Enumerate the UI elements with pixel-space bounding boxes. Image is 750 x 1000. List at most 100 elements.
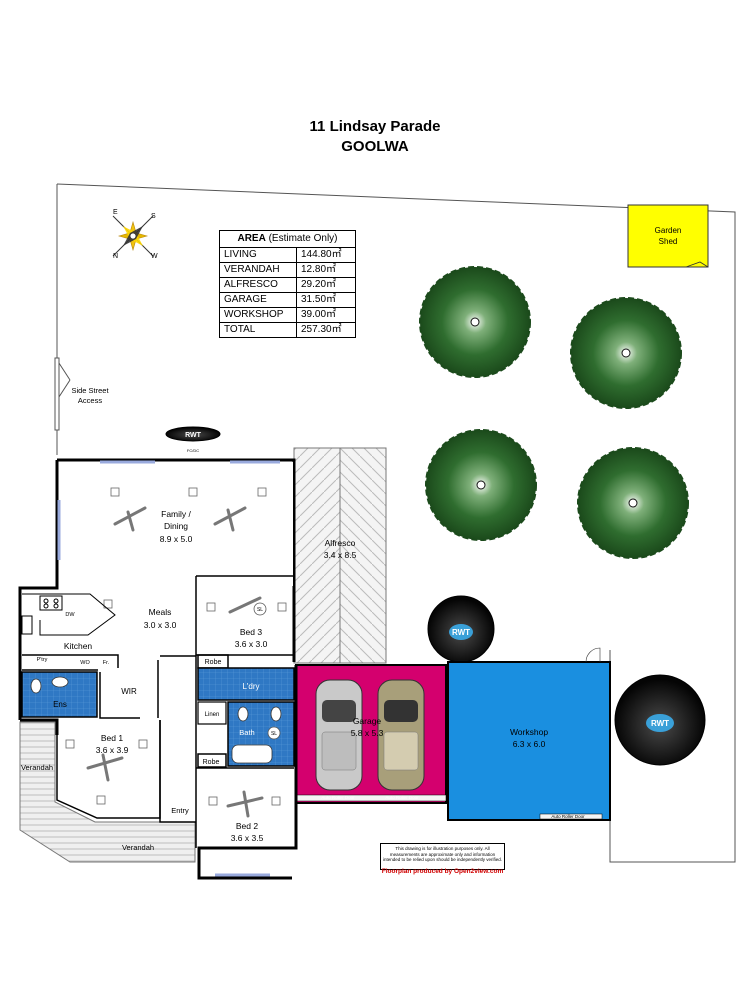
ceiling-fan-icon: [213, 506, 247, 532]
family-label-1: Family /: [161, 509, 191, 519]
hallway-walls: [159, 576, 197, 848]
family-dining-room: [57, 460, 293, 586]
area-row-value: 39.00㎡: [296, 307, 356, 323]
bed2-room: [196, 753, 294, 877]
family-size: 8.9 x 5.0: [160, 534, 193, 544]
credit-line[interactable]: Floorplan produced by Open2view.com: [381, 868, 504, 875]
compass-w: W: [151, 253, 158, 260]
ceiling-fan-icon: [113, 506, 147, 532]
car-icon: [315, 679, 363, 791]
robe-label-2: Robe: [203, 759, 220, 766]
rainwater-tank-medium: [427, 595, 495, 663]
kitchen-label: Kitchen: [64, 641, 93, 651]
area-row-label: GARAGE: [219, 292, 297, 308]
garage-door-label-1: Auto Roller Door: [321, 795, 355, 800]
side-street-access-gate: [54, 357, 71, 431]
area-row-label: LIVING: [219, 247, 297, 263]
area-row-label: ALFRESCO: [219, 277, 297, 293]
bathroom: [227, 701, 295, 767]
address-title: 11 Lindsay Parade: [309, 118, 441, 135]
kitchen-room: [21, 593, 116, 636]
alfresco-size: 3.4 x 8.5: [324, 550, 357, 560]
area-row-value: 144.80㎡: [296, 247, 356, 263]
area-row-value: 29.20㎡: [296, 277, 356, 293]
light-icons: [65, 487, 287, 806]
fc-dc-label: FC/DC: [187, 448, 199, 453]
garden-shed-label-1: Garden: [655, 226, 682, 235]
linen-label: Linen: [205, 712, 220, 718]
ceiling-fan-icon: [86, 753, 124, 782]
garage-label: Garage: [353, 716, 382, 726]
area-row-label: WORKSHOP: [219, 307, 297, 323]
garden-shed: [627, 204, 709, 268]
compass-n: N: [113, 253, 118, 260]
workshop-label: Workshop: [510, 727, 548, 737]
area-row-label: VERANDAH: [219, 262, 297, 278]
rwt-label-large: RWT: [651, 719, 669, 728]
tree-icon: [425, 429, 537, 541]
area-row-label: TOTAL: [219, 322, 297, 338]
tree-icon: [570, 297, 682, 409]
robe-label-1: Robe: [205, 659, 222, 666]
area-row-value: 31.50㎡: [296, 292, 356, 308]
side-access-label-2: Access: [78, 396, 102, 405]
bed1-size: 3.6 x 3.9: [96, 745, 129, 755]
ceiling-fan-icon: [228, 596, 262, 614]
rwt-label-medium: RWT: [452, 628, 470, 637]
alfresco-label: Alfresco: [325, 538, 356, 548]
workshop-area: [447, 647, 611, 821]
area-table-heading: AREA (Estimate Only): [219, 230, 356, 248]
suburb-title: GOOLWA: [341, 138, 409, 155]
rainwater-tank-large: [614, 674, 706, 766]
skylight-icon: [253, 602, 267, 616]
bed3-size: 3.6 x 3.0: [235, 639, 268, 649]
bath-label: Bath: [239, 728, 254, 737]
bed2-label: Bed 2: [236, 821, 258, 831]
bed2-size: 3.6 x 3.5: [231, 833, 264, 843]
wo-label: WO: [80, 660, 90, 666]
pantry-label: P'try: [37, 657, 48, 663]
ceiling-fan-icon: [226, 790, 264, 818]
ensuite-room: [21, 671, 98, 718]
area-row-value: 257.30㎡: [296, 322, 356, 338]
rainwater-tank-small: [165, 426, 221, 442]
bed3-room: [196, 575, 294, 669]
bed1-label: Bed 1: [101, 733, 123, 743]
sl-label-2: SL: [271, 731, 277, 737]
disclaimer-box: This drawing is for illustration purpose…: [380, 843, 505, 870]
ens-label: Ens: [53, 700, 67, 709]
tree-icon: [419, 266, 531, 378]
car-icon: [377, 679, 425, 791]
verandah-label-west: Verandah: [21, 763, 53, 772]
wir-room: [99, 660, 159, 719]
side-access-label-1: Side Street: [71, 386, 109, 395]
skylight-icon: [267, 726, 281, 740]
workshop-door-label: Auto Roller Door: [551, 814, 585, 819]
garden-shed-label-2: Shed: [659, 237, 678, 246]
compass-e: E: [113, 209, 118, 216]
garage-door-label-2: Auto Roller Door: [385, 795, 419, 800]
wir-label: WIR: [121, 687, 137, 696]
tree-icon: [577, 447, 689, 559]
verandah-area: [19, 721, 196, 863]
fr-label: Fr.: [103, 660, 110, 666]
garage-size: 5.8 x 5.3: [351, 728, 384, 738]
workshop-size: 6.3 x 6.0: [513, 739, 546, 749]
dw-label: DW: [65, 612, 75, 618]
house-walls: [18, 458, 298, 880]
laundry-label: L'dry: [242, 682, 259, 691]
compass-rose-icon: [112, 215, 154, 257]
kitchen-walls: [22, 654, 119, 671]
family-label-2: Dining: [164, 521, 188, 531]
bed3-label: Bed 3: [240, 627, 262, 637]
compass-s: S: [151, 213, 156, 220]
area-row-value: 12.80㎡: [296, 262, 356, 278]
